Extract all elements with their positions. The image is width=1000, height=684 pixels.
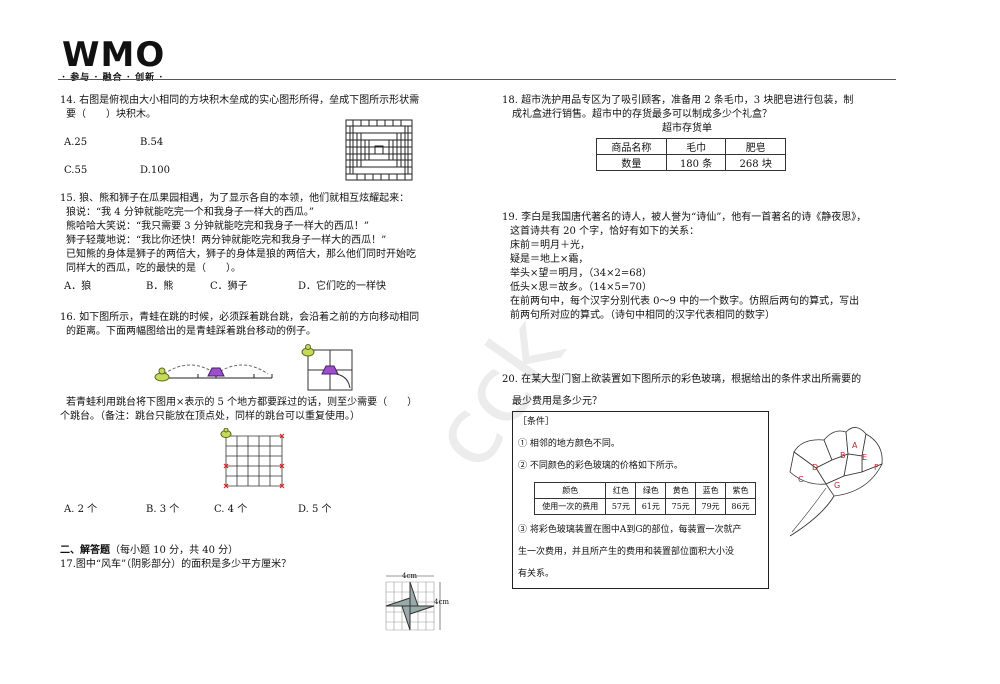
header-divider — [58, 79, 896, 80]
q14-option-d: D.100 — [140, 165, 170, 176]
region-label-c: C — [798, 475, 804, 484]
region-label-f: F — [874, 463, 879, 472]
q15-line5: 已知熊的身体是狮子的两倍大，狮子的身体是狼的两倍大，那么他们同时开始吃 — [66, 249, 416, 260]
price-cell: 黄色 — [665, 482, 697, 499]
q18-table-cell: 数量 — [596, 154, 667, 171]
q20-cond3-line3: 有关系。 — [518, 569, 555, 579]
q15-option-d: D．它们吃的一样快 — [298, 281, 387, 292]
region-label-b: B — [840, 451, 846, 460]
q19-line4: 疑是＝地上×霜， — [510, 254, 589, 265]
q18-table-title: 超市存货单 — [662, 123, 712, 134]
q19-line3: 床前＝明月＋光， — [510, 240, 590, 251]
price-cell: 79元 — [695, 498, 727, 515]
q19-line7: 在前两句中，每个汉字分别代表 0～9 中的一个数字。仿照后两句的算式，写出 — [510, 296, 860, 307]
q18-table-cell: 180 条 — [665, 154, 727, 171]
q20-line1: 20. 在某大型门窗上欲装置如下图所示的彩色玻璃，根据给出的条件求出所需要的 — [502, 374, 862, 385]
q14-option-c: C.55 — [64, 165, 88, 176]
price-cell: 绿色 — [635, 482, 667, 499]
q14-option-a: A.25 — [64, 137, 88, 148]
q18-line2: 成礼盒进行销售。超市中的存货最多可以制成多少个礼盒？ — [512, 109, 772, 120]
section2-note: （每小题 10 分，共 40 分） — [110, 545, 239, 556]
region-label-d: D — [812, 463, 818, 472]
q15-option-c: C．狮子 — [210, 281, 248, 292]
q16-frog-examples — [154, 344, 353, 391]
q14-line1: 14. 右图是俯视由大小相同的方块积木垒成的实心图形所得，垒成下图所示形状需 — [60, 95, 420, 106]
q19-line2: 这首诗共有 20 个字，恰好有如下的关系： — [510, 226, 700, 237]
q14-block-figure — [345, 119, 413, 181]
q14-option-b: B.54 — [140, 137, 164, 148]
logo-slogan: · 参与 · 融合 · 创新 · — [62, 73, 164, 83]
q15-line1: 15. 狼、熊和狮子在瓜果园相遇，为了显示各自的本领，他们就相互炫耀起来： — [60, 193, 410, 204]
q17-text: 17.图中“风车”（阴影部分）的面积是多少平方厘米？ — [60, 559, 292, 570]
q14-line2: 要（ ）块积木。 — [66, 109, 156, 120]
q16-line2: 的距离。下面两幅图给出的是青蛙踩着跳台移动的例子。 — [66, 326, 316, 337]
q20-condition-box — [512, 411, 769, 589]
q18-table-cell: 毛巾 — [665, 138, 727, 155]
q19-line8: 前两句所对应的算式。（诗句中相同的汉字代表相同的数字） — [510, 310, 775, 321]
q16-option-c: C. 4 个 — [214, 504, 248, 515]
q17-dim-top: 4cm — [402, 572, 418, 580]
price-cell: 61元 — [635, 498, 667, 515]
q18-table-cell: 肥皂 — [725, 138, 786, 155]
wmo-logo: WMO — [62, 35, 166, 75]
q19-line6: 低头×思＝故乡。（14×5=70） — [510, 282, 652, 293]
q15-line6: 同样大的西瓜，吃的最快的是（ ）。 — [66, 263, 241, 274]
region-label-g: G — [834, 481, 840, 490]
q15-line3: 熊哈哈大笑说：“我只需要 3 分钟就能吃完和我身子一样大的西瓜！” — [66, 221, 369, 232]
q20-cond3-line2: 生一次费用，并且所产生的费用和装置部位面积大小没 — [518, 547, 735, 557]
q19-line5: 举头×望＝明月，（34×2=68） — [510, 268, 652, 279]
q20-cond-title: ［条件］ — [518, 417, 555, 427]
price-cell: 75元 — [665, 498, 697, 515]
q20-cond1: ① 相邻的地方颜色不同。 — [518, 439, 620, 449]
q20-leaf-figure: A B C D E F G — [789, 427, 883, 537]
q16-line4: 个跳台。（备注：跳台只能放在顶点处，同样的跳台可以重复使用。） — [60, 411, 360, 422]
q20-cond2: ② 不同颜色的彩色玻璃的价格如下所示。 — [518, 461, 683, 471]
price-cell: 蓝色 — [695, 482, 727, 499]
q20-line2: 最少费用是多少元？ — [512, 396, 602, 407]
price-cell: 颜色 — [533, 482, 607, 499]
price-cell: 57元 — [605, 498, 637, 515]
q16-grid-figure — [220, 428, 285, 489]
q16-option-b: B. 3 个 — [146, 504, 180, 515]
price-cell: 使用一次的费用 — [533, 498, 607, 515]
section2-title: 二、解答题 — [60, 545, 110, 556]
q16-line1: 16. 如下图所示，青蛙在跳的时候，必须踩着跳台跳，会沿着之前的方向移动相同 — [60, 312, 420, 323]
q16-line3: 若青蛙利用跳台将下图用×表示的 5 个地方都要踩过的话，则至少需要（ ） — [66, 397, 418, 408]
q16-option-a: A. 2 个 — [64, 504, 98, 515]
q15-option-b: B．熊 — [146, 281, 174, 292]
q19-line1: 19. 李白是我国唐代著名的诗人，被人誉为“诗仙”，他有一首著名的诗《静夜思》， — [502, 212, 867, 223]
price-cell: 86元 — [725, 498, 756, 515]
region-label-a: A — [852, 441, 858, 450]
q16-option-d: D. 5 个 — [298, 504, 332, 515]
q18-table-cell: 商品名称 — [596, 138, 667, 155]
q18-table-cell: 268 块 — [725, 154, 786, 171]
price-cell: 紫色 — [725, 482, 756, 499]
q15-line2: 狼说：“我 4 分钟就能吃完一个和我身子一样大的西瓜。” — [66, 207, 314, 218]
price-cell: 红色 — [605, 482, 637, 499]
q17-dim-right: 4cm — [434, 598, 450, 606]
region-label-e: E — [862, 453, 867, 462]
q17-windmill-figure — [385, 575, 441, 631]
q18-line1: 18. 超市洗护用品专区为了吸引顾客，准备用 2 条毛巾，3 块肥皂进行包装，制 — [502, 95, 854, 106]
q15-option-a: A．狼 — [64, 281, 92, 292]
q15-line4: 狮子轻蔑地说：“我比你还快！两分钟就能吃完和我身子一样大的西瓜！” — [66, 235, 387, 246]
q20-cond3-line1: ③ 将彩色玻璃装置在图中A到G的部位，每装置一次就产 — [518, 525, 742, 535]
